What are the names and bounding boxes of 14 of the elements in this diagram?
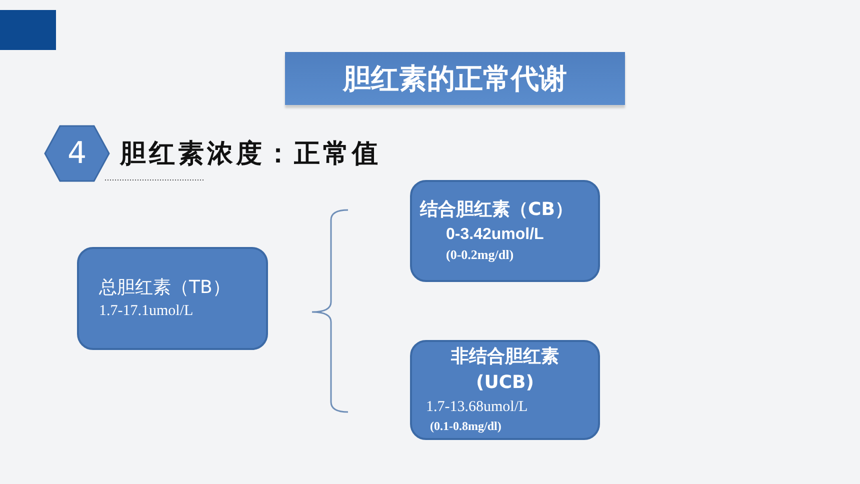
value-text: 1.7-17.1umol/L [99, 302, 194, 321]
value-text: 1.7-13.68umol/L [426, 398, 528, 417]
value-text: (0-0.2mg/dl) [446, 246, 514, 264]
box-heading: 非结合胆红素 (UCB) [450, 345, 560, 396]
value-text: 0-3.42umol/L [446, 225, 544, 246]
value-box [410, 340, 600, 440]
title-banner: 胆红素的正常代谢 [285, 52, 625, 105]
value-box [77, 247, 268, 350]
box-heading: 结合胆红素（CB） [420, 198, 573, 222]
number-hexagon: 4 [44, 125, 110, 182]
box-heading: 总胆红素（TB） [99, 276, 230, 300]
value-text: (0.1-0.8mg/dl) [430, 418, 502, 436]
section-heading: 胆红素浓度：正常值 [120, 138, 381, 171]
value-box [410, 180, 600, 282]
